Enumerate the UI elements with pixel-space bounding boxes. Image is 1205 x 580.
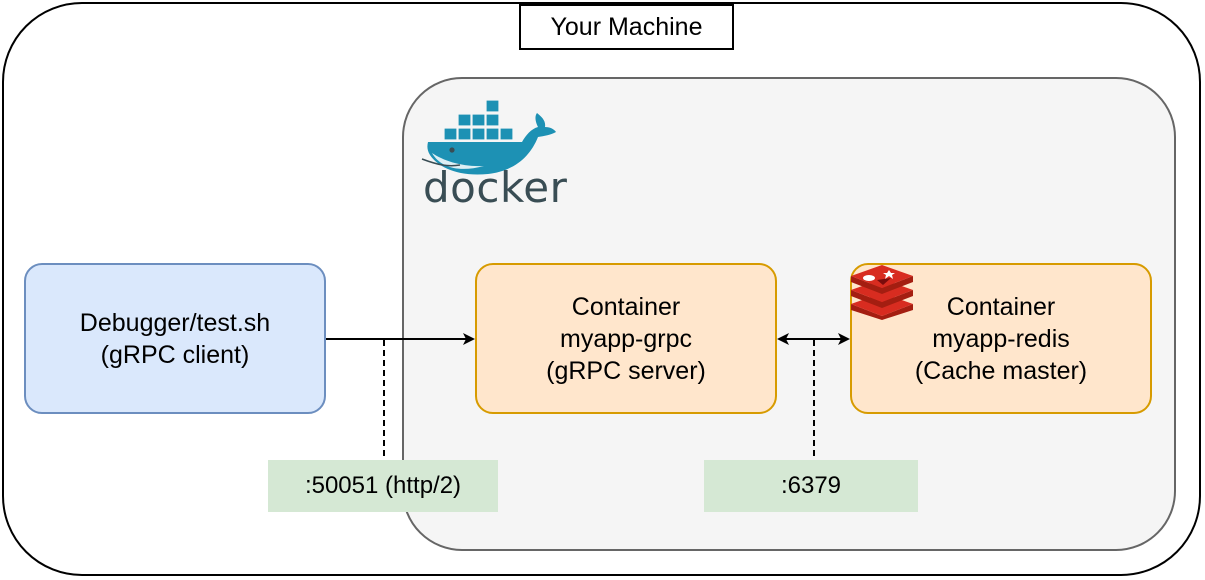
docker-whale-icon bbox=[421, 99, 556, 175]
grpc-container-node: Container myapp-grpc (gRPC server) bbox=[475, 263, 777, 414]
grpc-line-2: myapp-grpc bbox=[560, 324, 692, 353]
grpc-line-3: (gRPC server) bbox=[546, 356, 706, 385]
redis-icon bbox=[851, 265, 913, 320]
redis-line-3: (Cache master) bbox=[914, 356, 1088, 385]
redis-line-2: myapp-redis bbox=[932, 324, 1070, 353]
docker-wordmark: docker bbox=[423, 163, 568, 212]
machine-title: Your Machine bbox=[519, 4, 734, 50]
redis-line-1: Container bbox=[946, 292, 1056, 321]
port-6379-label: :6379 bbox=[704, 460, 918, 512]
client-line-1: Debugger/test.sh bbox=[79, 308, 271, 337]
client-node: Debugger/test.sh (gRPC client) bbox=[24, 263, 326, 414]
port-50051-label: :50051 (http/2) bbox=[268, 460, 498, 512]
client-line-2: (gRPC client) bbox=[100, 340, 250, 369]
grpc-line-1: Container bbox=[571, 292, 681, 321]
